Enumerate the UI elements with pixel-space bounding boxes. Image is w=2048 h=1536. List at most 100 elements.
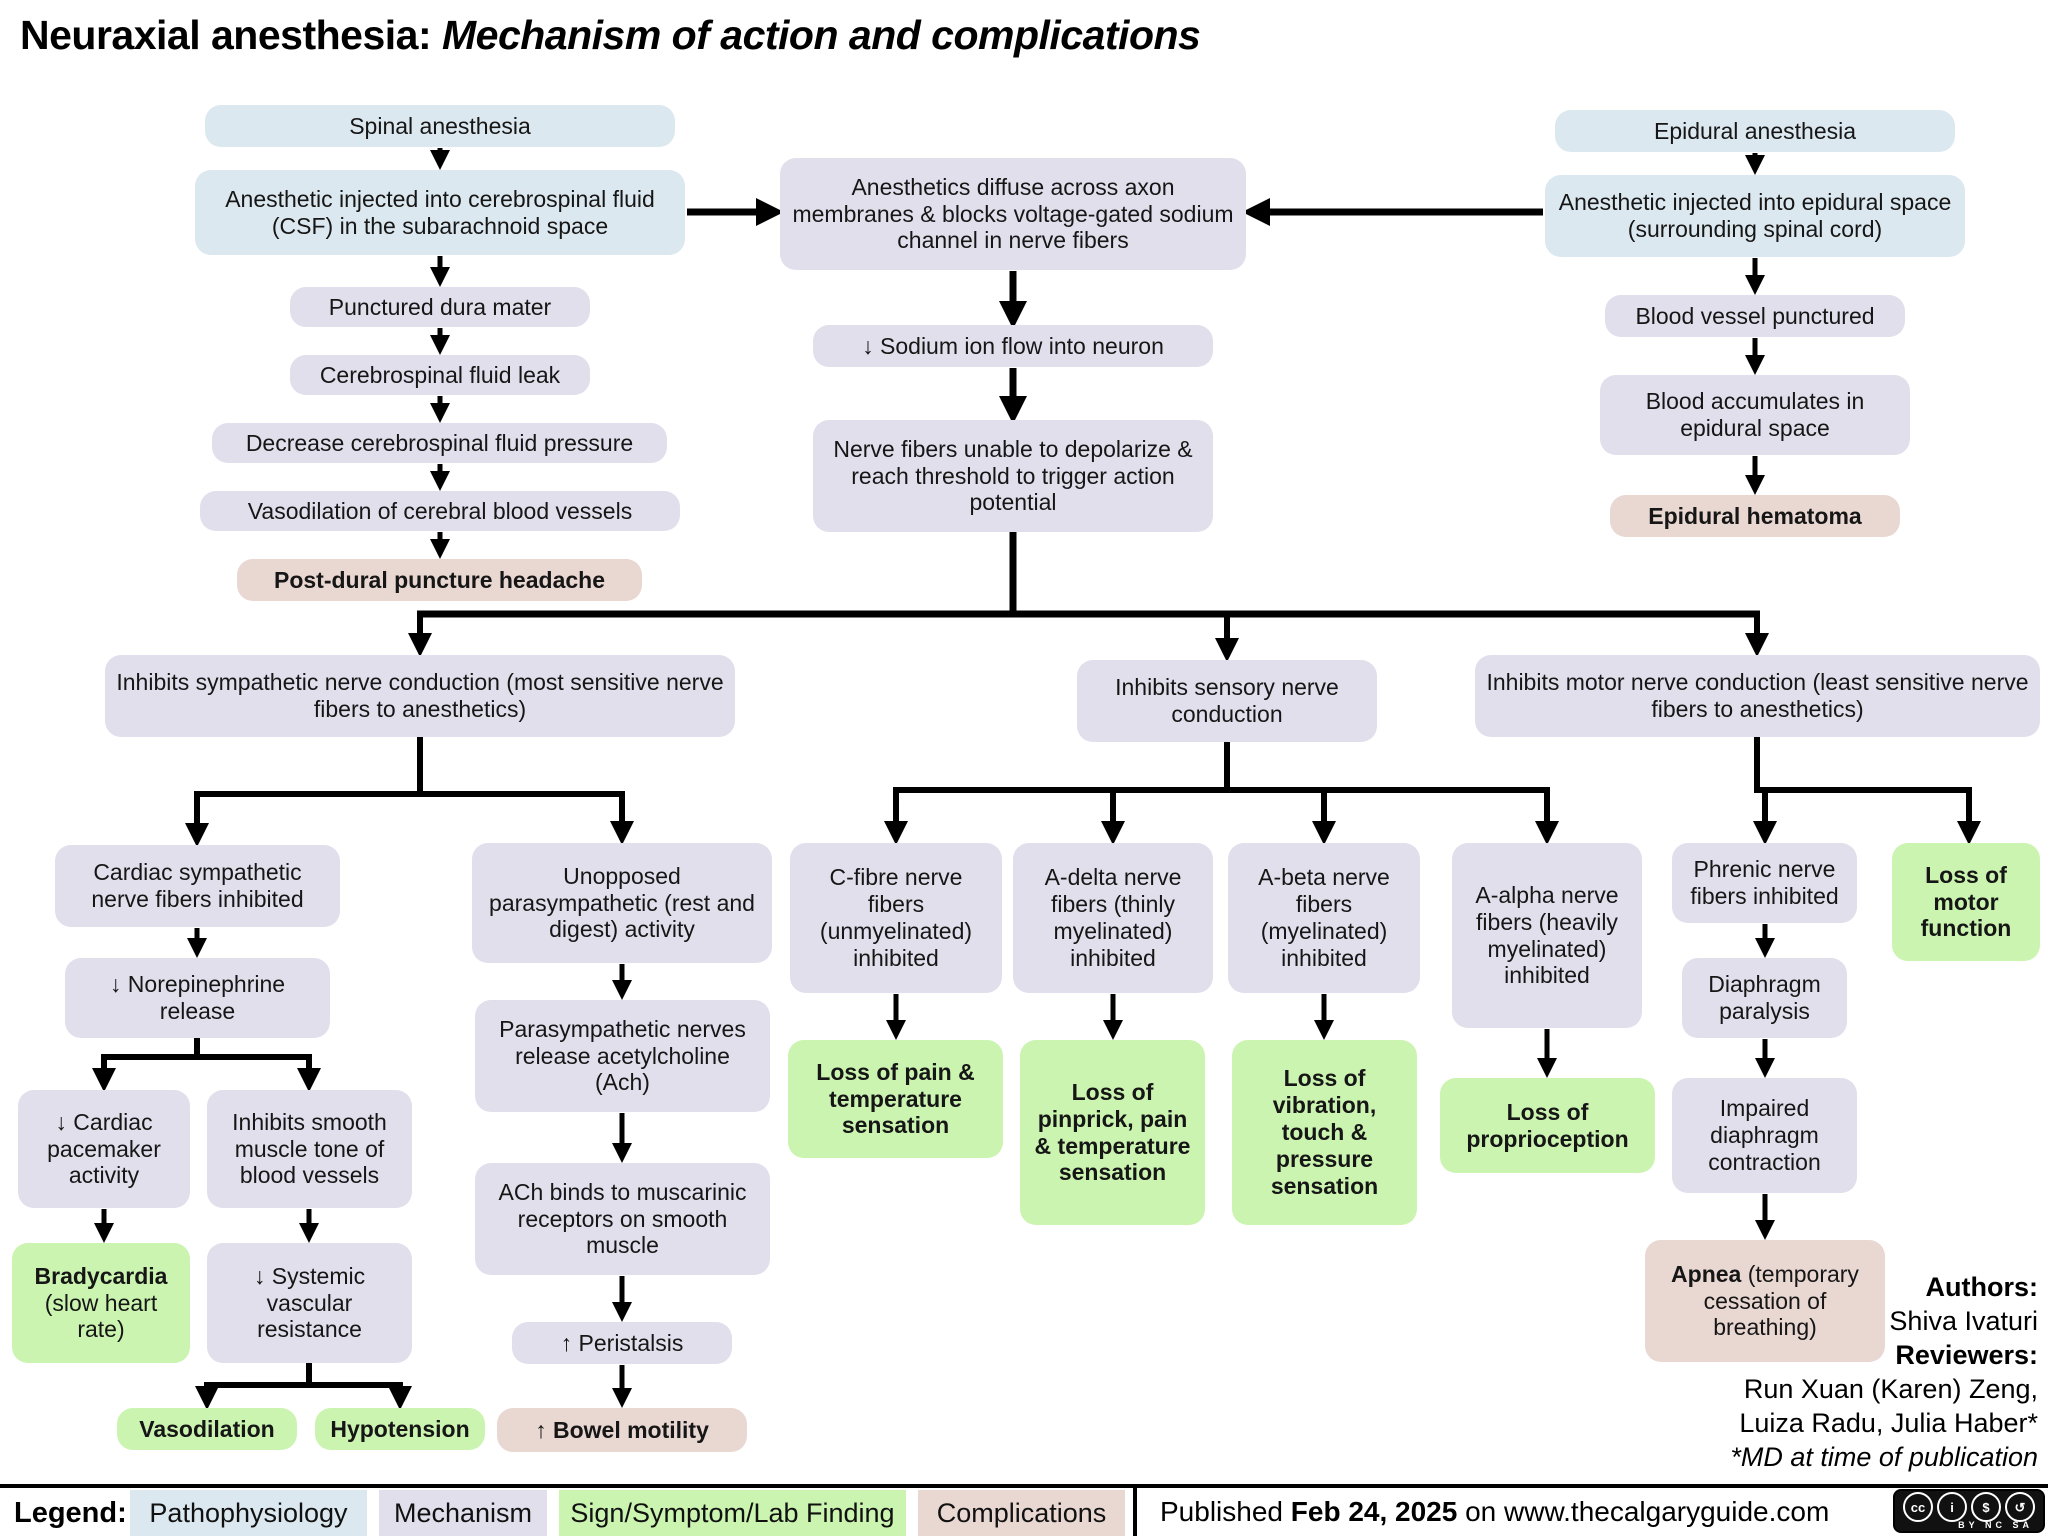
legend-chip-complications: Complications (918, 1490, 1125, 1536)
node-label: Vasodilation of cerebral blood vessels (247, 497, 633, 524)
node-label: Nerve fibers unable to depolarize & reac… (833, 435, 1193, 516)
node-decrease-csf-pressure: Decrease cerebrospinal fluid pressure (212, 423, 667, 463)
node-label: Apnea (temporary cessation of breathing) (1655, 1261, 1875, 1342)
cc-icon: cc (1903, 1492, 1933, 1522)
node-label: ↑ Peristalsis (560, 1329, 684, 1356)
node-cardiac-sympathetic-inhibited: Cardiac sympathetic nerve fibers inhibit… (55, 845, 340, 927)
node-label: Cerebrospinal fluid leak (319, 361, 561, 388)
node-loss-motor-function: Loss of motor function (1892, 843, 2040, 961)
node-label: Vasodilation (139, 1415, 275, 1442)
node-label: C-fibre nerve fibers (unmyelinated) inhi… (819, 864, 973, 971)
node-label: Anesthetic injected into epidural space … (1558, 189, 1952, 242)
node-anesthetics-diffuse: Anesthetics diffuse across axon membrane… (780, 158, 1246, 270)
node-label: ↓ Systemic vascular resistance (253, 1262, 366, 1343)
node-label: Blood accumulates in epidural space (1645, 388, 1865, 441)
node-label: Inhibits motor nerve conduction (least s… (1486, 669, 2029, 722)
node-label: Inhibits sympathetic nerve conduction (m… (116, 669, 724, 722)
node-blood-vessel-punctured: Blood vessel punctured (1605, 295, 1905, 337)
node-label-rest: (temporary cessation of breathing) (1703, 1260, 1859, 1341)
node-epidural-hematoma: Epidural hematoma (1610, 495, 1900, 537)
node-label: Anesthetic injected into cerebrospinal f… (225, 185, 655, 239)
node-vasodilation: Vasodilation (117, 1408, 297, 1450)
node-label-lead: Bradycardia (34, 1262, 168, 1289)
node-label: Loss of motor function (1920, 861, 2012, 942)
node-loss-pain-temperature: Loss of pain & temperature sensation (788, 1040, 1003, 1158)
node-label: Hypotension (330, 1415, 470, 1442)
node-spinal-anesthesia: Spinal anesthesia (205, 105, 675, 147)
legend-chip-mechanism: Mechanism (379, 1490, 547, 1536)
node-label: Spinal anesthesia (349, 112, 531, 139)
node-label: Inhibits sensory nerve conduction (1115, 674, 1339, 727)
legend-chip-sign-symptom: Sign/Symptom/Lab Finding (559, 1490, 906, 1536)
nc-icon: $ (1971, 1492, 2001, 1522)
node-diaphragm-paralysis: Diaphragm paralysis (1682, 958, 1847, 1038)
credits-block: Authors: Shiva Ivaturi Reviewers: Run Xu… (1498, 1270, 2038, 1474)
node-post-dural-puncture-headache: Post-dural puncture headache (237, 559, 642, 601)
footer-vertical-divider (1133, 1484, 1137, 1536)
published-suffix: on www.thecalgaryguide.com (1457, 1496, 1830, 1527)
legend-label: Legend: (14, 1496, 127, 1529)
node-epidural-anesthesia: Epidural anesthesia (1555, 110, 1955, 152)
node-label: Epidural anesthesia (1653, 117, 1857, 144)
node-label: Loss of vibration, touch & pressure sens… (1270, 1065, 1379, 1199)
title-emphasis: Mechanism of action and complications (441, 12, 1201, 58)
footer-divider (0, 1484, 2048, 1488)
credits-note: *MD at time of publication (1730, 1442, 2038, 1472)
node-csf-leak: Cerebrospinal fluid leak (290, 355, 590, 395)
node-decreased-pacemaker-activity: ↓ Cardiac pacemaker activity (18, 1090, 190, 1208)
node-label: Blood vessel punctured (1635, 302, 1875, 329)
title-prefix: Neuraxial anesthesia: (20, 12, 442, 58)
node-impaired-diaphragm-contraction: Impaired diaphragm contraction (1672, 1078, 1857, 1193)
node-label: Unopposed parasympathetic (rest and dige… (489, 862, 755, 943)
node-label: ↓ Norepinephrine release (109, 971, 286, 1024)
node-label: ↓ Sodium ion flow into neuron (862, 332, 1164, 359)
node-unopposed-parasympathetic: Unopposed parasympathetic (rest and dige… (472, 843, 772, 963)
node-label: Impaired diaphragm contraction (1708, 1095, 1821, 1175)
cc-caption: BY NC SA (1958, 1520, 2033, 1530)
node-label: Decrease cerebrospinal fluid pressure (245, 429, 634, 456)
node-label: ↓ Cardiac pacemaker activity (47, 1108, 161, 1189)
node-punctured-dura-mater: Punctured dura mater (290, 287, 590, 327)
node-decreased-sodium-flow: ↓ Sodium ion flow into neuron (813, 325, 1213, 367)
node-loss-pinprick-pain-temperature: Loss of pinprick, pain & temperature sen… (1020, 1040, 1205, 1225)
node-label: Loss of pain & temperature sensation (816, 1058, 975, 1139)
published-prefix: Published (1160, 1496, 1291, 1527)
cc-license-badge: cc i $ ↺ BY NC SA (1893, 1489, 2045, 1533)
node-increased-peristalsis: ↑ Peristalsis (512, 1322, 732, 1364)
node-inhibits-smooth-muscle-tone: Inhibits smooth muscle tone of blood ves… (207, 1090, 412, 1208)
node-label: ↑ Bowel motility (535, 1416, 709, 1443)
published-date: Feb 24, 2025 (1290, 1496, 1458, 1527)
node-a-beta-inhibited: A-beta nerve fibers (myelinated) inhibit… (1228, 843, 1420, 993)
published-line: Published Feb 24, 2025 on www.thecalgary… (1160, 1489, 1829, 1535)
node-label: Post-dural puncture headache (273, 566, 605, 593)
node-a-delta-inhibited: A-delta nerve fibers (thinly myelinated)… (1013, 843, 1213, 993)
node-cerebral-vasodilation: Vasodilation of cerebral blood vessels (200, 491, 680, 531)
node-label: Epidural hematoma (1648, 502, 1862, 529)
node-parasympathetic-ach-release: Parasympathetic nerves release acetylcho… (475, 1000, 770, 1112)
node-label: ACh binds to muscarinic receptors on smo… (498, 1178, 747, 1259)
page-title: Neuraxial anesthesia: Mechanism of actio… (20, 12, 1201, 59)
reviewers-label: Reviewers: (1895, 1340, 2038, 1370)
node-csf-injection: Anesthetic injected into cerebrospinal f… (195, 170, 685, 255)
node-label: Parasympathetic nerves release acetylcho… (499, 1015, 746, 1096)
node-label-rest: (slow heart rate) (44, 1289, 158, 1343)
node-nerve-fibers-unable-depolarize: Nerve fibers unable to depolarize & reac… (813, 420, 1213, 532)
node-loss-proprioception: Loss of proprioception (1440, 1078, 1655, 1173)
node-label: Loss of proprioception (1466, 1098, 1629, 1152)
node-phrenic-inhibited: Phrenic nerve fibers inhibited (1672, 843, 1857, 923)
reviewers-names-line1: Run Xuan (Karen) Zeng, (1743, 1374, 2038, 1404)
reviewers-names-line2: Luiza Radu, Julia Haber* (1739, 1408, 2038, 1438)
node-label-lead: Apnea (1671, 1260, 1742, 1287)
authors-names: Shiva Ivaturi (1889, 1306, 2038, 1336)
node-bradycardia: Bradycardia (slow heart rate) (12, 1243, 190, 1363)
node-ach-binds-muscarinic: ACh binds to muscarinic receptors on smo… (475, 1163, 770, 1275)
node-c-fibre-inhibited: C-fibre nerve fibers (unmyelinated) inhi… (790, 843, 1002, 993)
node-label: Punctured dura mater (328, 293, 552, 320)
node-label: A-delta nerve fibers (thinly myelinated)… (1044, 864, 1182, 971)
node-label: Cardiac sympathetic nerve fibers inhibit… (91, 859, 304, 912)
node-inhibits-sensory-conduction: Inhibits sensory nerve conduction (1077, 660, 1377, 742)
node-label: A-alpha nerve fibers (heavily myelinated… (1475, 881, 1619, 989)
node-loss-vibration-touch-pressure: Loss of vibration, touch & pressure sens… (1232, 1040, 1417, 1225)
node-label: A-beta nerve fibers (myelinated) inhibit… (1258, 864, 1390, 971)
node-label: Phrenic nerve fibers inhibited (1690, 856, 1839, 909)
